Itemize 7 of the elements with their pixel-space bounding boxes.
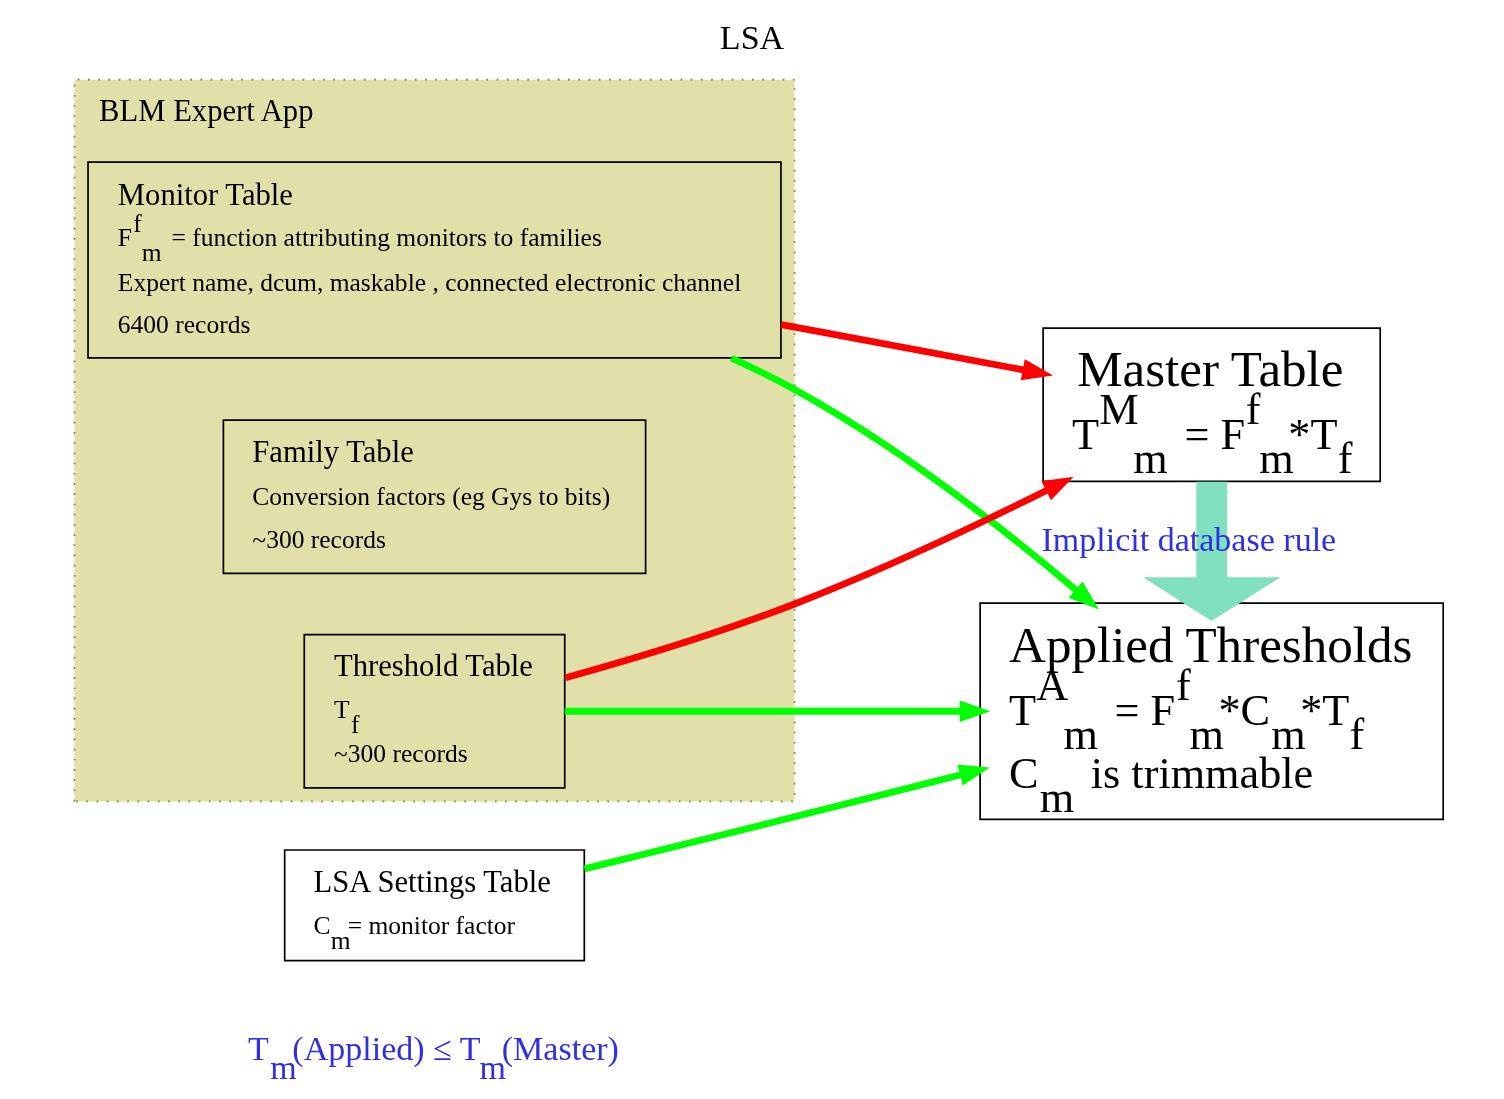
diagram-title: LSA xyxy=(719,18,785,56)
arrow xyxy=(730,355,1099,610)
arrow xyxy=(564,476,1074,682)
arrow xyxy=(583,764,990,873)
node-box: Family Table Conversion factors (eg Gys to bits) ~300 records xyxy=(222,419,647,575)
arrow xyxy=(780,321,1053,381)
arrow xyxy=(564,700,991,722)
